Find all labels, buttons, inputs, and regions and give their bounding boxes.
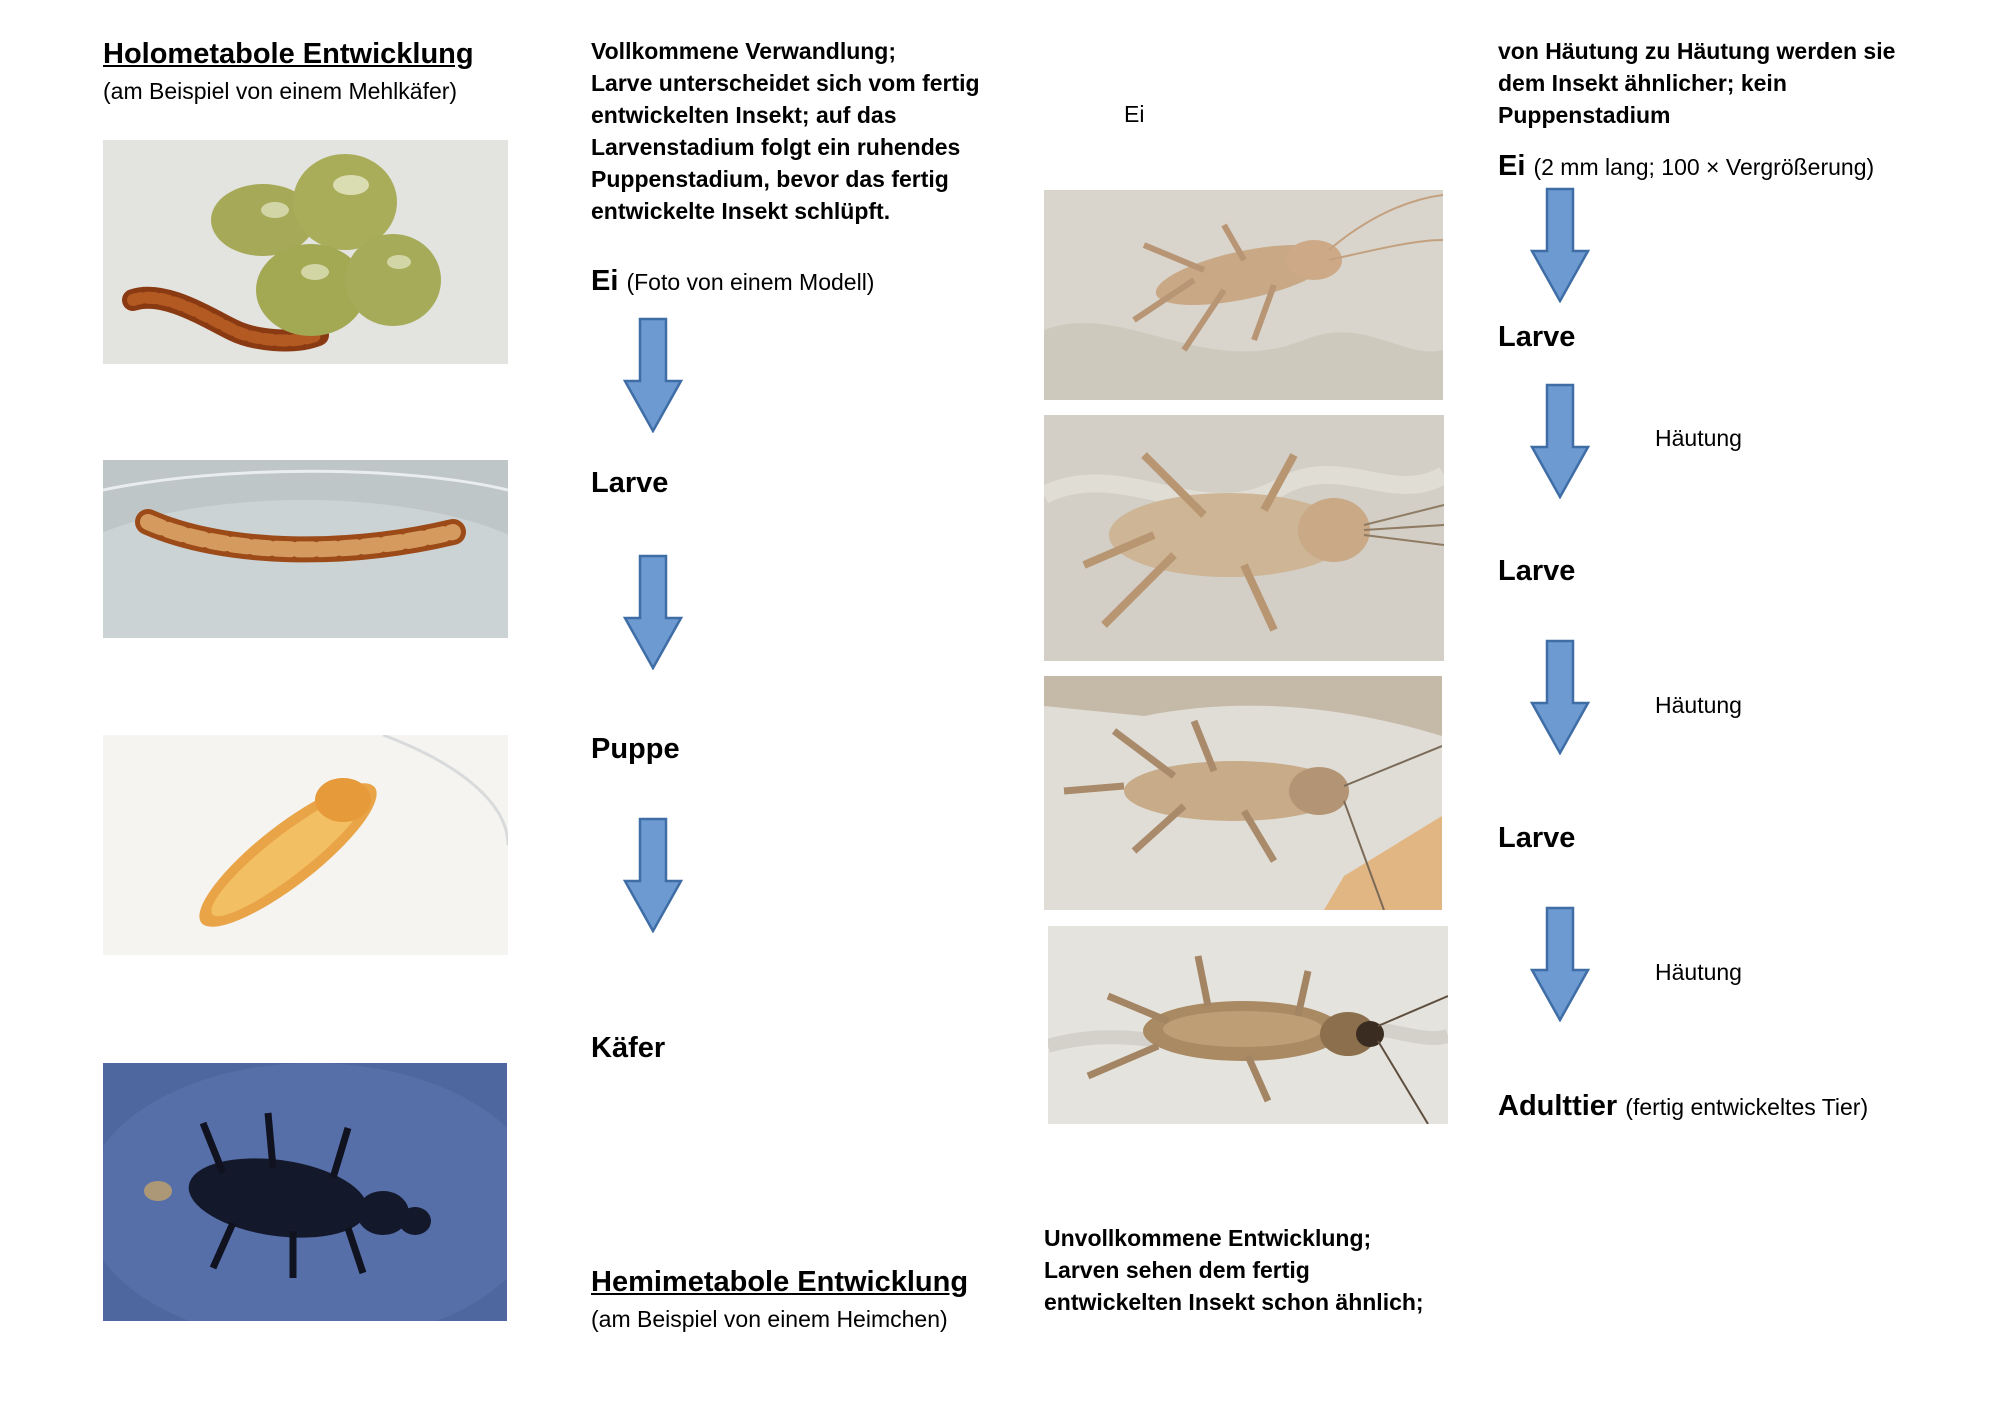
- holo-description-line: Vollkommene Verwandlung;: [591, 38, 897, 64]
- holo-stage-adult: Käfer: [591, 1032, 666, 1064]
- holo-stage-pupa: Puppe: [591, 733, 680, 765]
- down-arrow-icon: [1530, 383, 1590, 499]
- hemi-stage-adult-note: (fertig entwickeltes Tier): [1625, 1094, 1869, 1120]
- cricket-adult-photo: [1048, 926, 1448, 1124]
- holo-stage-larva: Larve: [591, 467, 669, 499]
- hemi-title: Hemimetabole Entwicklung: [591, 1266, 969, 1298]
- holo-stage-egg-note: (Foto von einem Modell): [626, 269, 875, 295]
- hemi-description-line: Larven sehen dem fertig: [1044, 1257, 1310, 1283]
- holo-description-line: Puppenstadium, bevor das fertig: [591, 166, 949, 192]
- mealworm-egg-model-photo: [103, 140, 508, 364]
- hemi-molt-label-2: Häutung: [1655, 692, 1742, 718]
- down-arrow-icon: [1530, 906, 1590, 1022]
- holo-stage-egg-label: Ei: [591, 265, 619, 297]
- hemi-description: Unvollkommene Entwicklung; Larven sehen …: [1044, 1222, 1464, 1318]
- holo-description-line: entwickelten Insekt; auf das: [591, 102, 897, 128]
- holo-description: Vollkommene Verwandlung; Larve untersche…: [591, 35, 991, 227]
- holo-subtitle: (am Beispiel von einem Mehlkäfer): [103, 78, 458, 104]
- down-arrow-icon: [1530, 187, 1590, 303]
- hemi-molt-label-3: Häutung: [1655, 959, 1742, 985]
- mealworm-larva-photo: [103, 460, 508, 638]
- hemi-description-line: von Häutung zu Häutung werden sie: [1498, 38, 1896, 64]
- hemi-stage-adult-label: Adulttier: [1498, 1090, 1618, 1122]
- down-arrow-icon: [623, 817, 683, 933]
- cricket-larva-1-photo: [1044, 190, 1443, 400]
- holo-title: Holometabole Entwicklung: [103, 38, 474, 70]
- hemi-stage-adult: Adulttier (fertig entwickeltes Tier): [1498, 1090, 1868, 1123]
- hemi-description-line: dem Insekt ähnlicher; kein: [1498, 70, 1787, 96]
- hemi-stage-larva-1: Larve: [1498, 321, 1576, 353]
- holo-description-line: Larve unterscheidet sich vom fertig: [591, 70, 980, 96]
- mealworm-beetle-photo: [103, 1063, 507, 1321]
- hemi-description-line: entwickelten Insekt schon ähnlich;: [1044, 1289, 1424, 1315]
- hemi-molt-label-1: Häutung: [1655, 425, 1742, 451]
- holo-stage-egg: Ei (Foto von einem Modell): [591, 265, 874, 298]
- cricket-larva-2-photo: [1044, 415, 1444, 661]
- cricket-larva-3-photo: [1044, 676, 1442, 910]
- holo-description-line: entwickelte Insekt schlüpft.: [591, 198, 891, 224]
- hemi-description-continued: von Häutung zu Häutung werden sie dem In…: [1498, 35, 1958, 131]
- down-arrow-icon: [1530, 639, 1590, 755]
- mealworm-pupa-photo: [103, 735, 508, 955]
- hemi-description-line: Unvollkommene Entwicklung;: [1044, 1225, 1372, 1251]
- hemi-subtitle: (am Beispiel von einem Heimchen): [591, 1306, 948, 1332]
- hemi-stage-larva-3: Larve: [1498, 822, 1576, 854]
- down-arrow-icon: [623, 554, 683, 670]
- hemi-description-line: Puppenstadium: [1498, 102, 1671, 128]
- hemi-stage-egg: Ei (2 mm lang; 100 × Vergrößerung): [1498, 150, 1874, 183]
- down-arrow-icon: [623, 317, 683, 433]
- hemi-egg-placeholder: Ei: [1124, 101, 1145, 127]
- hemi-stage-egg-label: Ei: [1498, 150, 1526, 182]
- holo-description-line: Larvenstadium folgt ein ruhendes: [591, 134, 961, 160]
- hemi-stage-larva-2: Larve: [1498, 555, 1576, 587]
- hemi-stage-egg-note: (2 mm lang; 100 × Vergrößerung): [1533, 154, 1875, 180]
